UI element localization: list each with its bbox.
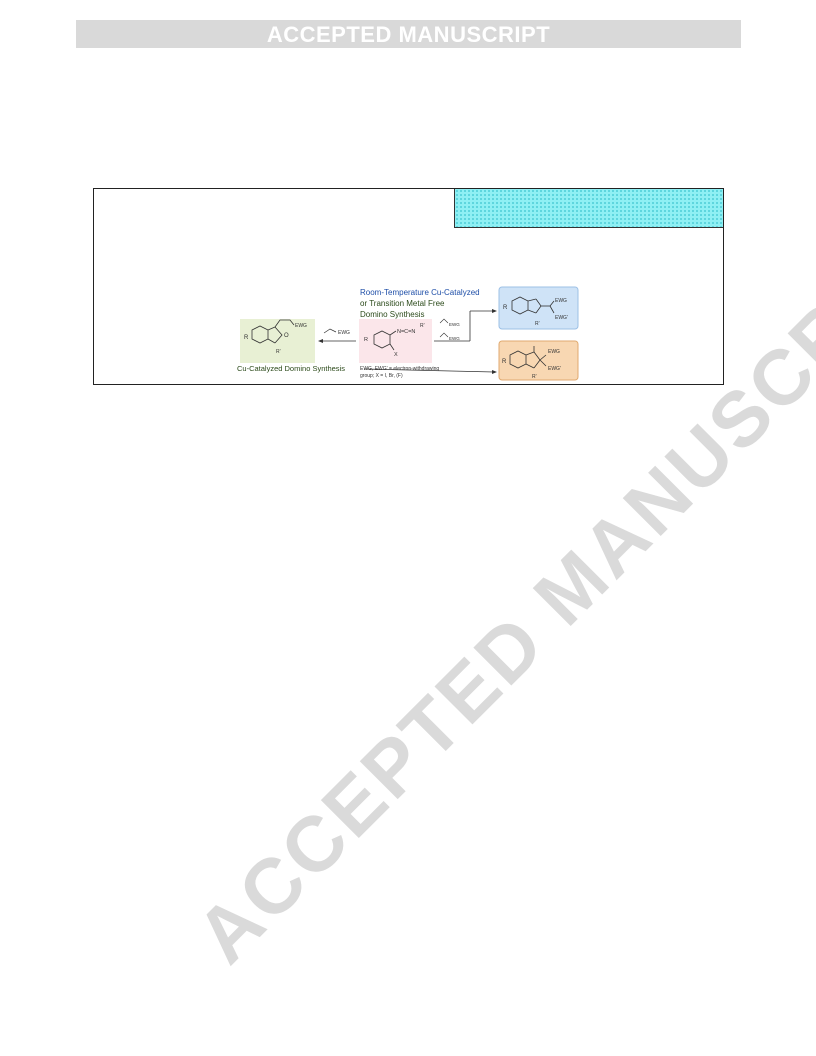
left-reagent-label: EWG (338, 330, 350, 336)
center-r-label: R (364, 337, 368, 343)
top-r-label: R (503, 305, 508, 311)
left-product-box (240, 319, 315, 363)
bottom-r2-label: R' (532, 374, 537, 380)
top-ewg2-label: EWG' (555, 315, 568, 321)
left-ewg-label: EWG (295, 323, 307, 329)
center-reactant-box (359, 319, 432, 363)
left-arrowhead (318, 339, 323, 343)
bottom-r-label: R (502, 359, 507, 365)
center-x-label: X (394, 352, 398, 358)
top-arrowhead (492, 309, 497, 313)
bottom-ewg1-label: EWG (548, 349, 560, 355)
bottom-arrow (363, 368, 495, 373)
graphical-abstract-frame: Room-Temperature Cu-Catalyzed or Transit… (93, 188, 724, 385)
hatched-corner-box (454, 189, 723, 228)
bottom-product-box (498, 340, 579, 381)
right-reagent-label-1: EWG (449, 322, 460, 327)
left-product-structure (251, 319, 295, 344)
left-r-label: R (244, 335, 249, 341)
left-alkene-icon (323, 328, 337, 334)
top-product-structure (511, 296, 555, 315)
top-ewg1-label: EWG (555, 298, 567, 304)
right-reagent-icon-1 (439, 318, 449, 324)
center-reactant-structure (373, 330, 397, 351)
note-line-2: group; X = I, Br, (F) (360, 373, 403, 379)
bottom-ewg2-label: EWG' (548, 366, 561, 372)
right-reagent-label-2: EWG (449, 336, 460, 341)
scheme-title-line-2: or Transition Metal Free (360, 299, 445, 308)
left-caption: Cu-Catalyzed Domino Synthesis (237, 364, 345, 373)
center-r2-label: R' (420, 323, 425, 329)
bottom-arrowhead (492, 370, 497, 374)
reaction-scheme: Room-Temperature Cu-Catalyzed or Transit… (237, 286, 579, 381)
accepted-manuscript-banner: ACCEPTED MANUSCRIPT (76, 20, 741, 48)
note-line-1: EWG, EWG' = electron-withdrawing (360, 366, 439, 372)
left-o-label: O (284, 333, 289, 339)
bottom-product-structure (509, 346, 547, 369)
scheme-title-line-1: Room-Temperature Cu-Catalyzed (360, 288, 480, 297)
left-r2-label: R' (276, 349, 281, 355)
center-carbodiimide-label: N=C=N (397, 329, 415, 335)
scheme-title-line-3: Domino Synthesis (360, 310, 424, 319)
top-r2-label: R' (535, 321, 540, 327)
right-reagent-icon-2 (439, 332, 449, 338)
